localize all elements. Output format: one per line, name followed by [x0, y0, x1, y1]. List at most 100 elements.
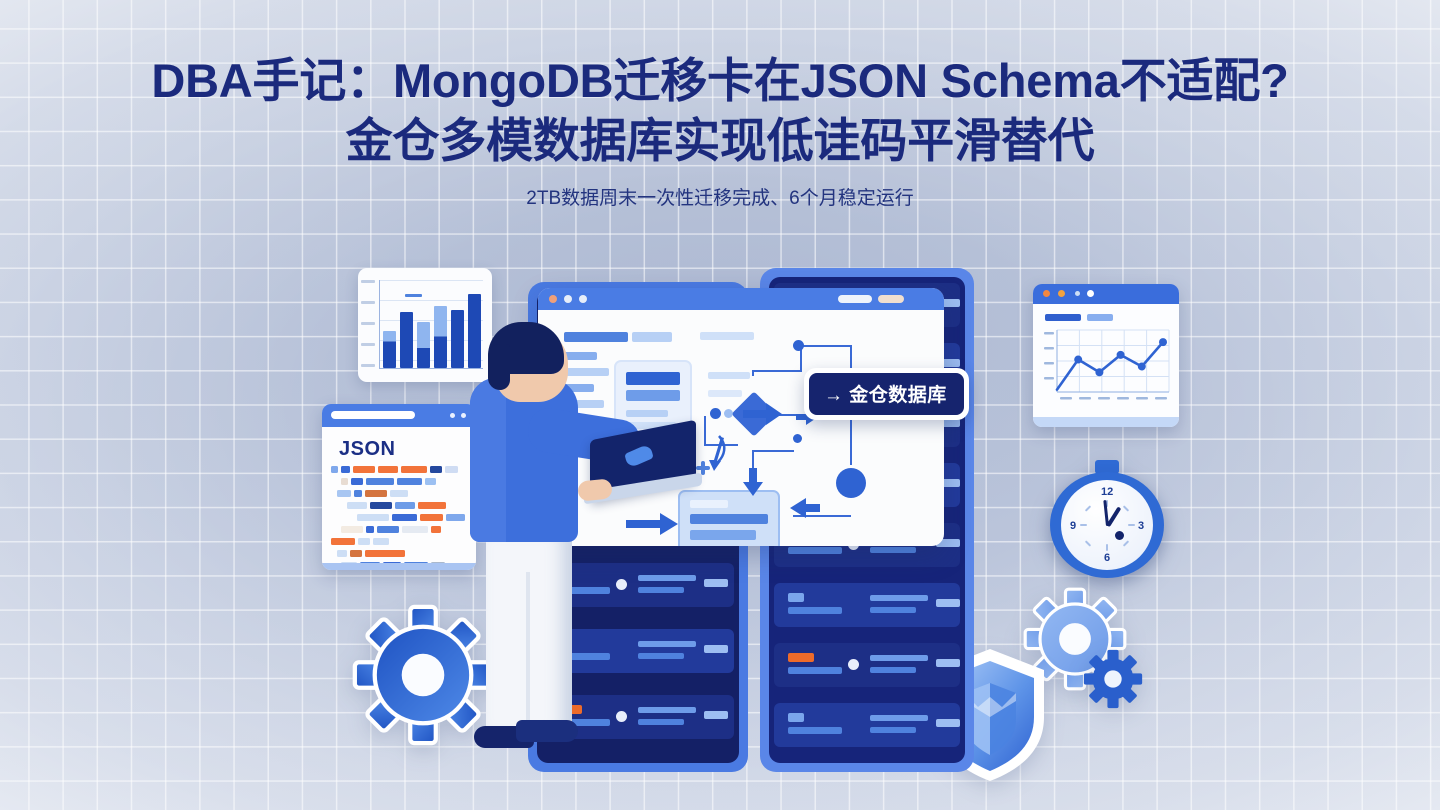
json-code-line	[331, 466, 468, 473]
stopwatch-face: 12 3 6 9	[1061, 480, 1153, 570]
stopwatch-numeral-9: 9	[1070, 520, 1077, 532]
server-indicator	[870, 655, 928, 661]
server-indicator	[788, 667, 842, 674]
json-code-line	[331, 526, 468, 533]
server-indicator	[704, 645, 728, 653]
server-indicator	[870, 547, 916, 553]
json-code-token	[402, 526, 428, 533]
server-indicator	[788, 653, 814, 662]
stopwatch-numeral-3: 3	[1138, 520, 1145, 532]
json-code-token	[331, 538, 355, 545]
bar-chart-y-axis	[379, 280, 380, 369]
server-indicator	[870, 727, 916, 733]
json-code-token	[390, 490, 408, 497]
server-indicator	[788, 607, 842, 614]
json-code-line	[331, 550, 468, 557]
bar-chart-bar	[434, 305, 447, 368]
json-code-token	[351, 478, 363, 485]
json-code-token	[358, 538, 370, 545]
stopwatch-icon: 12 3 6 9	[1047, 458, 1167, 578]
server-indicator	[870, 595, 928, 601]
json-code-token	[425, 478, 436, 485]
json-code-token	[395, 502, 415, 509]
json-code-token	[366, 526, 374, 533]
bar-chart-bar	[383, 330, 396, 368]
line-window-footer	[1033, 417, 1179, 427]
json-window-titlebar	[322, 404, 476, 427]
json-code-token	[431, 526, 441, 533]
server-indicator	[788, 593, 804, 602]
json-code-token	[341, 478, 348, 485]
json-code-token	[370, 502, 392, 509]
bar-chart-bar	[451, 310, 464, 368]
page-subtitle: 2TB数据周末一次性迁移完成、6个月稳定运行	[526, 188, 914, 209]
server-unit	[774, 643, 960, 687]
json-code-line	[331, 514, 468, 521]
json-code-token	[341, 466, 350, 473]
json-code-token	[365, 490, 387, 497]
json-code-token	[337, 550, 347, 557]
flowchart-titlebar	[538, 288, 944, 310]
stopwatch-numeral-12: 12	[1101, 486, 1114, 498]
json-code-token	[366, 478, 394, 485]
server-indicator	[936, 719, 960, 727]
person-shoe-front	[516, 720, 578, 742]
json-window-footer	[322, 563, 476, 570]
server-indicator	[704, 711, 728, 719]
json-code-token	[373, 538, 389, 545]
json-code-token	[445, 466, 458, 473]
json-code-token	[401, 466, 427, 473]
json-code-token	[392, 514, 418, 521]
server-indicator	[870, 667, 916, 673]
server-indicator	[870, 715, 928, 721]
json-code-token	[430, 466, 442, 473]
server-indicator	[870, 607, 916, 613]
json-window-urlbar	[331, 411, 415, 419]
stopwatch-center-pin	[1115, 531, 1124, 540]
stopwatch-ring: 12 3 6 9	[1050, 472, 1164, 578]
line-chart-header-bar-1	[1045, 314, 1081, 321]
json-code-line	[331, 478, 468, 485]
bar-chart-bar	[417, 321, 430, 368]
person-with-laptop	[466, 322, 702, 774]
json-code-line	[331, 490, 468, 497]
json-code-token	[377, 526, 399, 533]
json-code-token	[357, 514, 390, 521]
json-code-token	[445, 514, 465, 521]
line-chart-card	[1033, 284, 1179, 427]
json-code-window: JSON	[322, 404, 476, 570]
json-label: JSON	[339, 438, 396, 460]
hero-header: DBA手记：MongoDB迁移卡在JSON Schema不适配? 金仓多模数据库…	[0, 0, 1440, 212]
stopwatch-hour-hand	[1106, 506, 1121, 527]
json-code-token	[420, 514, 443, 521]
json-code-token	[347, 502, 367, 509]
json-code-line	[331, 502, 468, 509]
page-title-line-1: DBA手记：MongoDB迁移卡在JSON Schema不适配?	[151, 54, 1289, 107]
line-chart-header-bar-2	[1087, 314, 1113, 321]
json-code-token	[365, 550, 405, 557]
server-indicator	[788, 727, 842, 734]
server-indicator	[936, 599, 960, 607]
json-code-token	[378, 466, 398, 473]
json-code-token	[418, 502, 446, 509]
json-code-token	[337, 490, 351, 497]
server-indicator	[788, 713, 804, 722]
badge-arrow-icon: →	[824, 385, 844, 406]
json-code-token	[397, 478, 422, 485]
json-code-token	[331, 466, 338, 473]
json-code-token	[350, 550, 362, 557]
server-unit	[774, 583, 960, 627]
json-code-token	[353, 466, 375, 473]
gear-small-right-icon	[1083, 649, 1143, 709]
json-code-token	[341, 526, 363, 533]
server-unit	[774, 703, 960, 747]
server-indicator	[936, 659, 960, 667]
json-code-token	[354, 490, 362, 497]
server-status-light	[848, 659, 859, 670]
json-code-line	[331, 538, 468, 545]
json-code-lines	[331, 466, 468, 570]
line-window-titlebar	[1033, 284, 1179, 304]
stopwatch-numeral-6: 6	[1104, 552, 1111, 564]
badge-label: 金仓数据库	[849, 385, 947, 406]
line-chart-plot	[1044, 329, 1170, 400]
